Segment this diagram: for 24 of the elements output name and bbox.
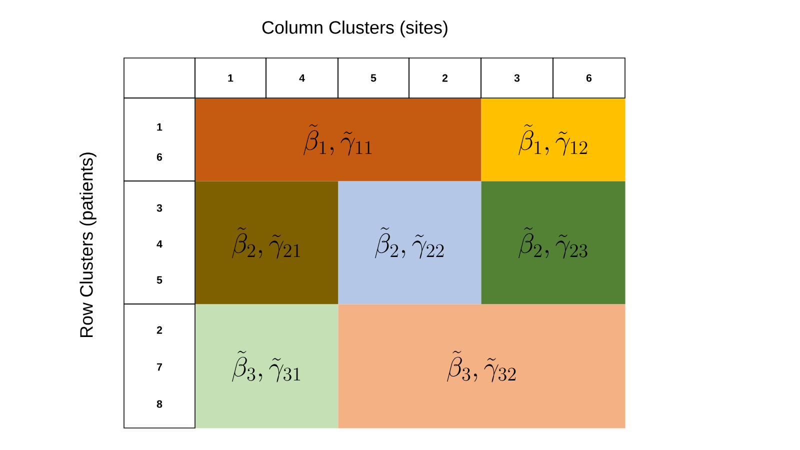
header-cell: 3 — [480, 58, 554, 98]
label: 8 — [156, 400, 162, 408]
header-cell: 4 — [266, 58, 338, 98]
row-header-cell: 3 4 5 — [124, 180, 196, 304]
cluster-block: $\tilde{\beta}_1,\tilde{\gamma}_{11}$ — [195, 98, 482, 182]
row-header-cell: 2 7 8 — [124, 304, 196, 428]
axis-title: Row Clusters (patients) — [80, 152, 96, 338]
cluster-block: $\tilde{\beta}_2,\tilde{\gamma}_{23}$ — [481, 181, 626, 304]
header-cell: 5 — [338, 58, 410, 98]
label: 4 — [156, 240, 162, 248]
label: 5 — [156, 276, 162, 284]
header-cell: 1 — [194, 58, 266, 98]
label: 7 — [156, 363, 162, 371]
cluster-block: $\tilde{\beta}_2,\tilde{\gamma}_{22}$ — [338, 181, 482, 304]
cluster-block: $\tilde{\beta}_1,\tilde{\gamma}_{12}$ — [481, 98, 626, 182]
row-header-cell: 1 6 — [124, 98, 196, 182]
header-cell: 6 — [552, 58, 626, 98]
label: 2 — [156, 326, 162, 334]
title: Column Clusters (sites) — [262, 20, 448, 38]
cluster-block: $\tilde{\beta}_3,\tilde{\gamma}_{31}$ — [195, 304, 338, 428]
header-cell: 2 — [408, 58, 482, 98]
cluster-block: $\tilde{\beta}_3,\tilde{\gamma}_{32}$ — [338, 304, 626, 428]
label: 3 — [156, 204, 162, 212]
cluster-block: $\tilde{\beta}_2,\tilde{\gamma}_{21}$ — [195, 181, 338, 304]
